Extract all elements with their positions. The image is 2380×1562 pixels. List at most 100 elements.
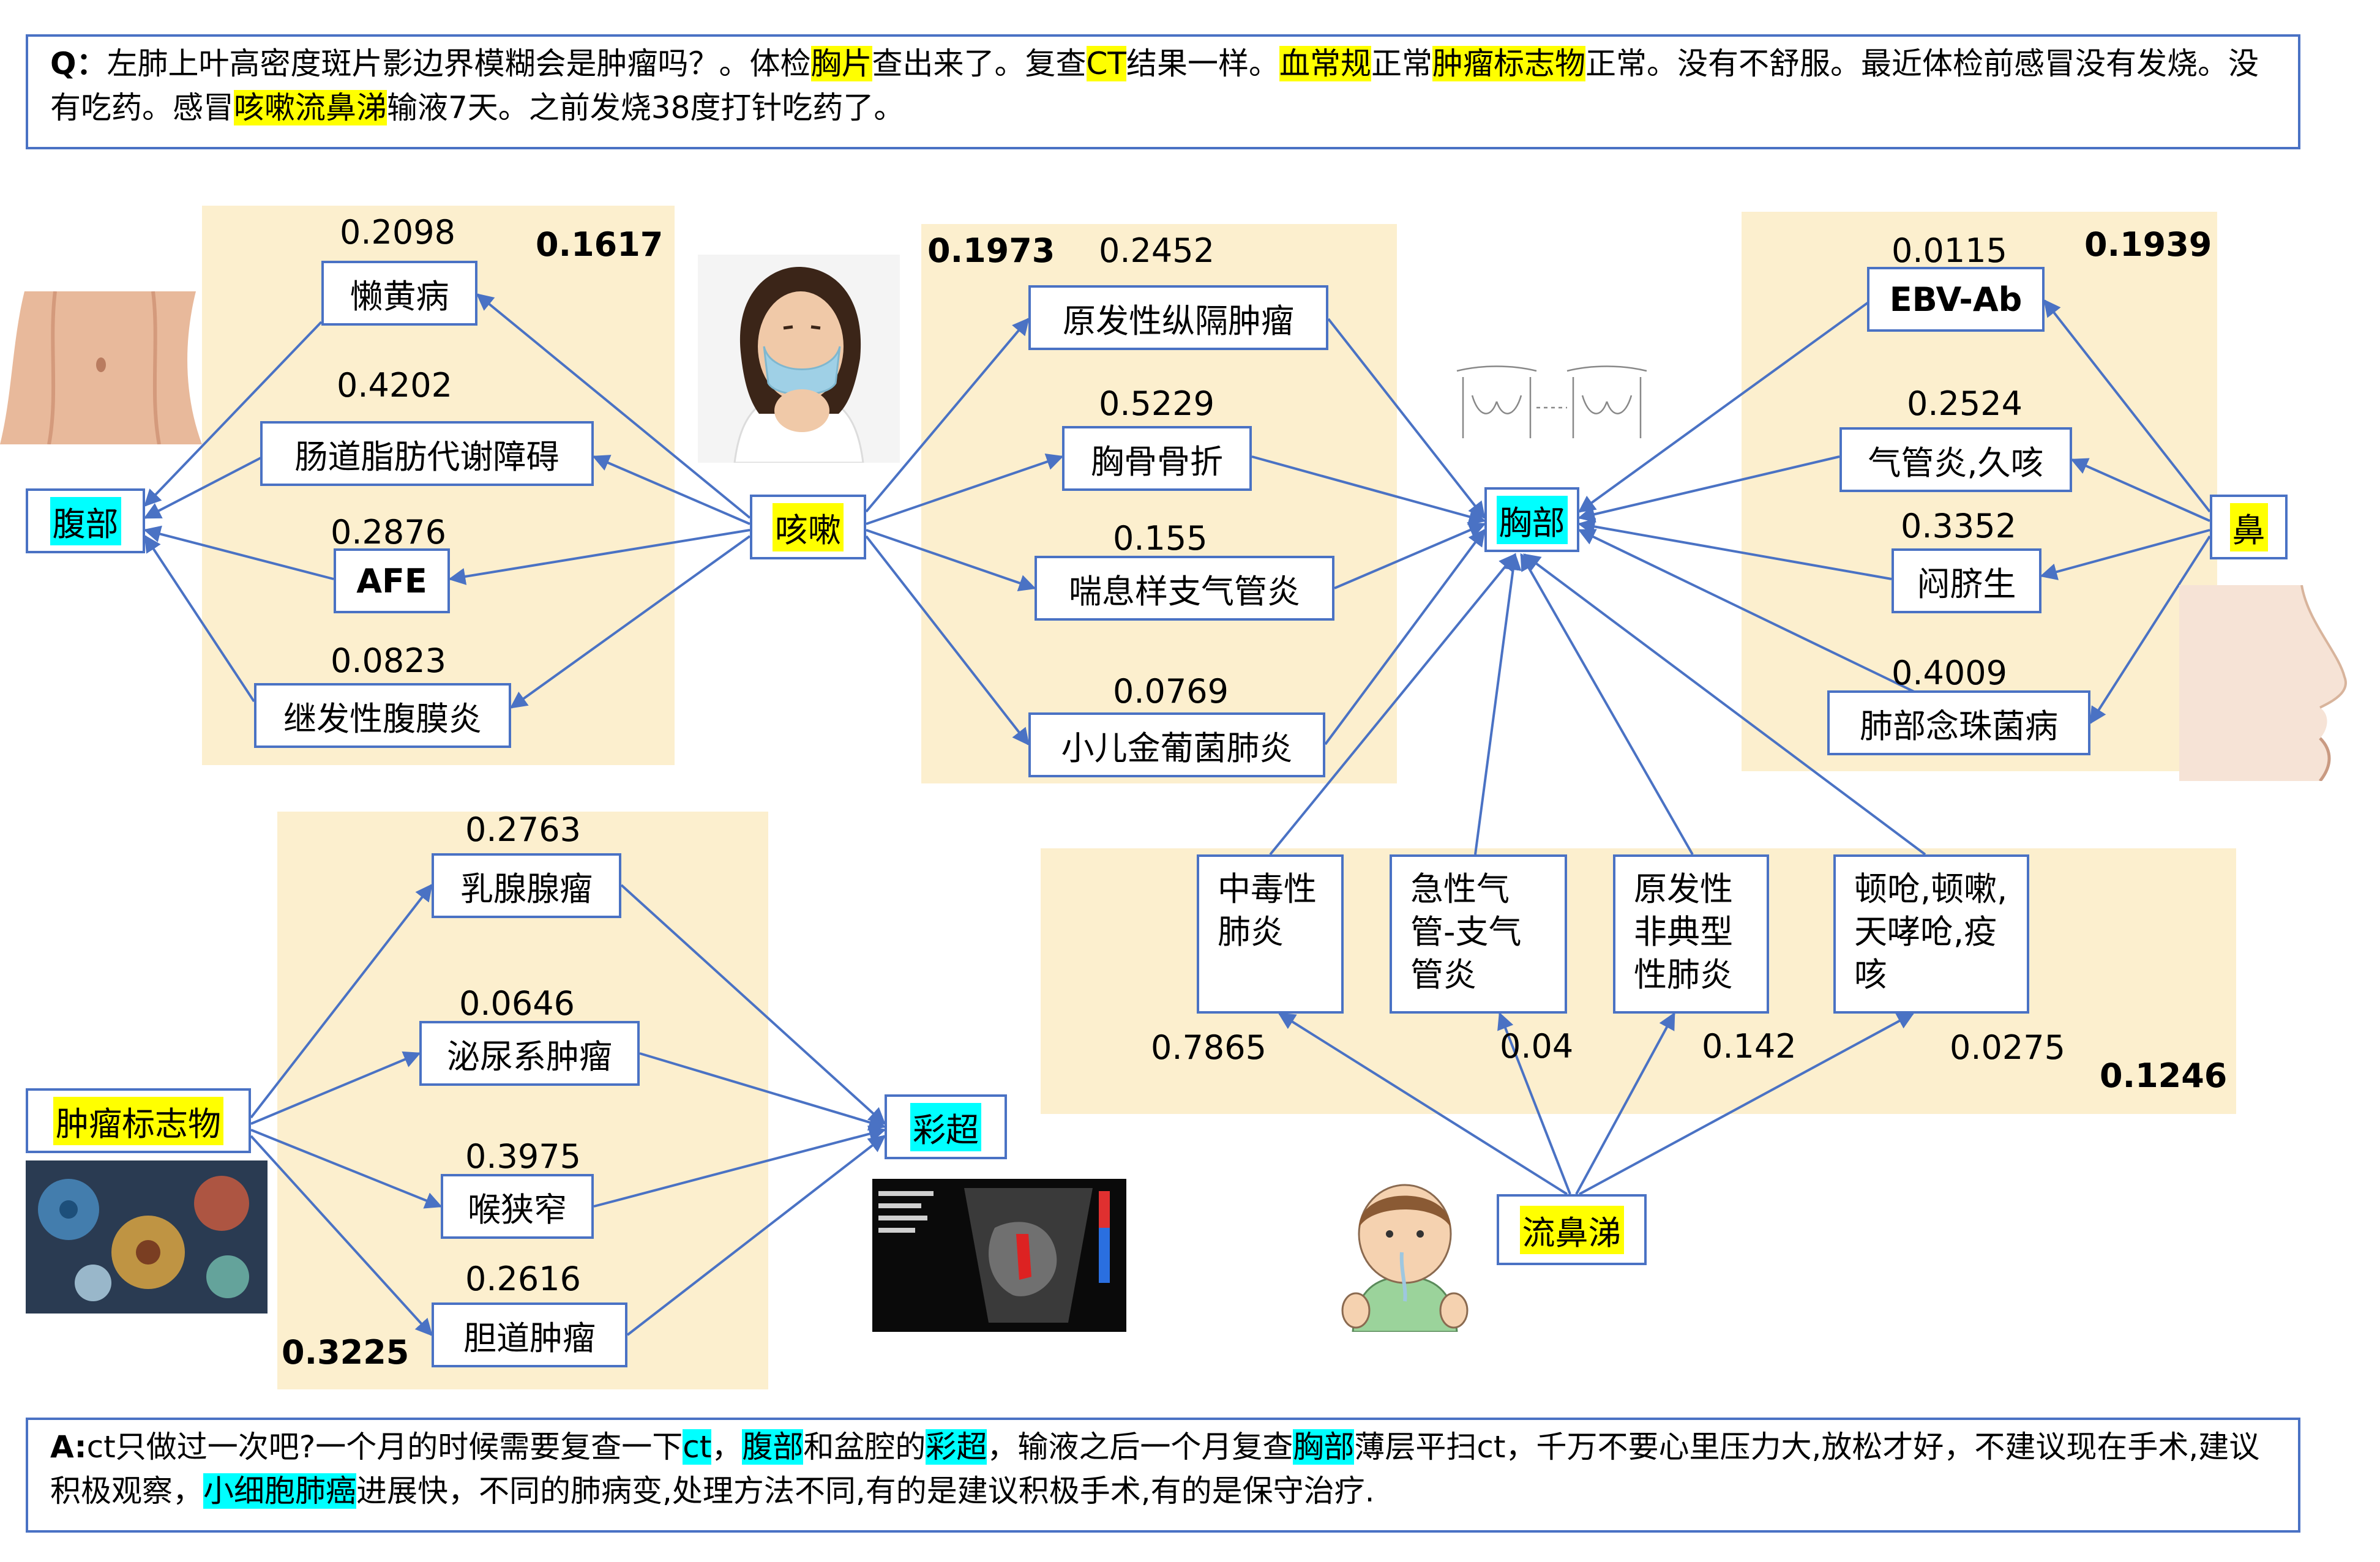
edge bbox=[626, 1135, 886, 1336]
edge bbox=[250, 1051, 421, 1125]
item-box: 闷脐生 bbox=[1892, 548, 2041, 613]
highlighted-term: 血常规 bbox=[1279, 46, 1371, 81]
text-segment: 和盆腔的 bbox=[803, 1429, 926, 1465]
edge bbox=[639, 1052, 886, 1131]
edge bbox=[144, 534, 255, 703]
edge bbox=[1324, 528, 1486, 745]
edge bbox=[1522, 553, 1926, 856]
item-box: 中毒性肺炎 bbox=[1197, 854, 1344, 1014]
edge bbox=[476, 293, 751, 519]
hub-label: 彩超 bbox=[910, 1102, 981, 1151]
edge bbox=[143, 455, 264, 519]
runny-nose-child-icon bbox=[1328, 1173, 1481, 1332]
item-score: 0.0646 bbox=[459, 984, 575, 1023]
edge bbox=[866, 453, 1064, 525]
item-box: 气管炎,久咳 bbox=[1839, 427, 2072, 492]
item-box: 胆道肿瘤 bbox=[432, 1302, 627, 1367]
edge bbox=[865, 535, 1030, 746]
item-score: 0.0823 bbox=[331, 641, 446, 680]
highlighted-term: 彩超 bbox=[926, 1429, 987, 1465]
item-box: EBV-Ab bbox=[1867, 267, 2045, 332]
chest-diagram-icon bbox=[1445, 359, 1659, 450]
cough-photo-icon bbox=[698, 255, 900, 463]
item-score: 0.3975 bbox=[465, 1137, 581, 1176]
edge bbox=[1577, 518, 1892, 580]
edge bbox=[865, 317, 1030, 513]
item-score: 0.0115 bbox=[1892, 231, 2007, 270]
text-segment: ct只做过一次吧?一个月的时候需要复查一下 bbox=[86, 1429, 683, 1465]
text-segment: 左肺上叶高密度斑片影边界模糊会是肿瘤吗？。体检 bbox=[107, 46, 811, 81]
item-score: 0.142 bbox=[1702, 1027, 1797, 1066]
text-segment: 进展快，不同的肺病变,处理方法不同,有的是建议积极手术,有的是保守治疗. bbox=[356, 1473, 1375, 1509]
item-score: 0.3352 bbox=[1901, 507, 2016, 545]
question-prefix: Q： bbox=[50, 46, 107, 81]
hub-label: 流鼻涕 bbox=[1519, 1205, 1624, 1254]
item-score: 0.155 bbox=[1113, 519, 1208, 558]
item-box: 肠道脂肪代谢障碍 bbox=[260, 421, 594, 486]
item-box: 继发性腹膜炎 bbox=[254, 683, 511, 748]
text-segment: ，输液之后一个月复查 bbox=[987, 1429, 1293, 1465]
item-score: 0.5229 bbox=[1099, 384, 1214, 423]
hub-nose: 鼻 bbox=[2210, 495, 2288, 559]
answer-text: ct只做过一次吧?一个月的时候需要复查一下ct，腹部和盆腔的彩超，输液之后一个月… bbox=[50, 1429, 2259, 1509]
item-box: AFE bbox=[334, 548, 450, 613]
item-box: 乳腺腺瘤 bbox=[432, 853, 621, 918]
edge bbox=[620, 884, 886, 1125]
question-box: Q：左肺上叶高密度斑片影边界模糊会是肿瘤吗？。体检胸片查出来了。复查CT结果一样… bbox=[26, 34, 2300, 149]
text-segment: 正常。没有不舒服。最近体检前感冒没有发烧。没有吃药。感冒 bbox=[50, 46, 2259, 125]
item-score: 0.2616 bbox=[465, 1260, 581, 1298]
item-score: 0.2763 bbox=[465, 810, 581, 849]
ultrasound-image-icon bbox=[872, 1179, 1126, 1332]
highlighted-term: 肿瘤标志物 bbox=[1432, 46, 1585, 81]
item-box: 小儿金葡菌肺炎 bbox=[1028, 712, 1325, 777]
item-score: 0.2098 bbox=[340, 213, 455, 252]
item-box: 原发性纵隔肿瘤 bbox=[1028, 285, 1328, 350]
edge bbox=[593, 1125, 886, 1208]
answer-prefix: A: bbox=[50, 1429, 87, 1465]
group-weight: 0.1939 bbox=[2084, 225, 2212, 264]
edge bbox=[1520, 553, 1694, 855]
answer-box: A:ct只做过一次吧?一个月的时候需要复查一下ct，腹部和盆腔的彩超，输液之后一… bbox=[26, 1418, 2300, 1533]
hub-label: 鼻 bbox=[2229, 503, 2268, 551]
item-score: 0.4202 bbox=[337, 366, 452, 405]
hub-label: 咳嗽 bbox=[773, 503, 844, 551]
hub-tumor-marker: 肿瘤标志物 bbox=[26, 1088, 251, 1153]
item-box: 原发性非典型性肺炎 bbox=[1613, 854, 1769, 1014]
group-weight: 0.1973 bbox=[927, 231, 1055, 270]
edge bbox=[250, 1135, 433, 1337]
item-score: 0.04 bbox=[1500, 1027, 1574, 1066]
edge bbox=[1334, 522, 1486, 589]
edge bbox=[1577, 455, 1840, 523]
hub-ultrasound: 彩超 bbox=[885, 1094, 1007, 1159]
edge bbox=[1278, 1012, 1568, 1195]
highlighted-term: CT bbox=[1086, 46, 1126, 81]
item-score: 0.2524 bbox=[1907, 384, 2023, 423]
hub-label: 胸部 bbox=[1496, 495, 1568, 544]
edge bbox=[2043, 299, 2211, 513]
highlighted-term: 咳嗽流鼻涕 bbox=[234, 90, 387, 125]
text-segment: ， bbox=[711, 1429, 743, 1465]
item-score: 0.0275 bbox=[1950, 1028, 2065, 1067]
text-segment: 薄层平扫ct，千万不要心里压力大,放松才好，不建议现在手术,建议积极观察， bbox=[50, 1429, 2260, 1509]
edge bbox=[144, 321, 323, 507]
cells-illustration-icon bbox=[26, 1160, 268, 1313]
item-score: 0.0769 bbox=[1113, 672, 1229, 711]
edge bbox=[866, 529, 1036, 592]
group-weight: 0.3225 bbox=[282, 1333, 410, 1372]
group-weight: 0.1617 bbox=[536, 225, 664, 264]
abdomen-photo-icon bbox=[0, 291, 202, 444]
group-weight: 0.1246 bbox=[2100, 1056, 2228, 1095]
edge bbox=[1251, 455, 1486, 525]
edge bbox=[1575, 1012, 1675, 1195]
item-box: 懒黄病 bbox=[321, 261, 477, 326]
edge bbox=[2040, 529, 2210, 580]
edge bbox=[250, 1129, 443, 1209]
item-score: 0.4009 bbox=[1892, 654, 2007, 692]
hub-abdomen: 腹部 bbox=[26, 488, 145, 553]
text-segment: 输液7天。之前发烧38度打针吃药了。 bbox=[387, 90, 905, 125]
hub-label: 腹部 bbox=[50, 496, 121, 545]
highlighted-term: 小细胞肺癌 bbox=[203, 1473, 356, 1509]
item-box: 急性气管-支气管炎 bbox=[1390, 854, 1567, 1014]
highlighted-term: 胸片 bbox=[810, 46, 872, 81]
